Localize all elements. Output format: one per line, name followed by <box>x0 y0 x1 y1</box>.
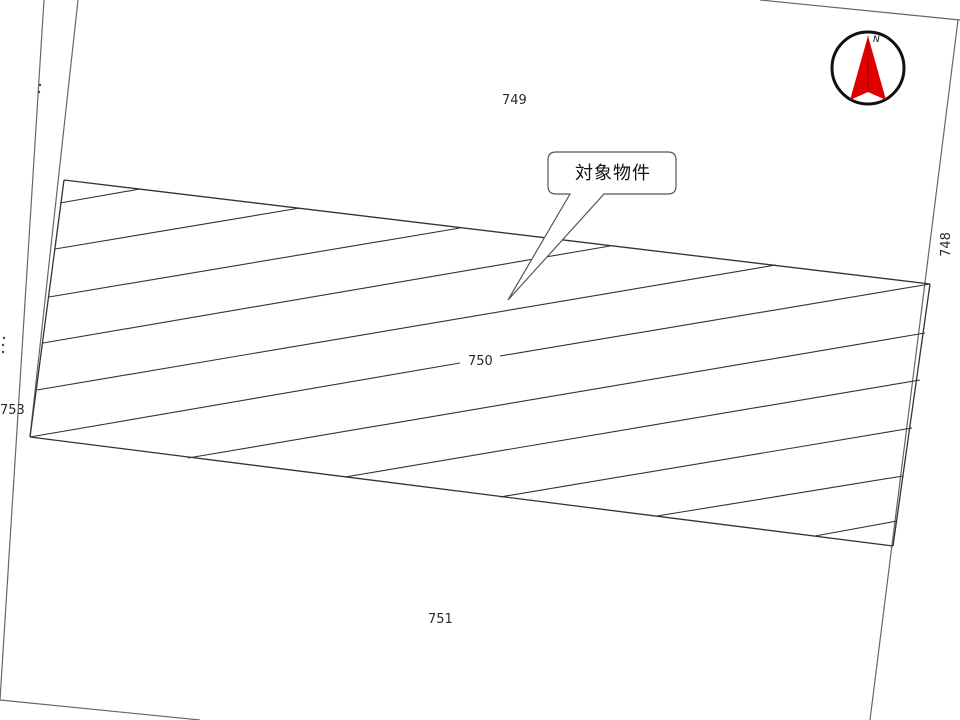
parcel-number-748: 748 <box>938 232 954 257</box>
east-boundary-line <box>869 19 959 720</box>
hatch-line <box>59 188 141 204</box>
west-road-line-outer <box>0 0 45 701</box>
subject-parcel-outline <box>29 179 931 547</box>
parcel-east-edge <box>892 283 931 547</box>
hatch-line <box>814 520 898 537</box>
hatch-line <box>499 283 931 357</box>
compass-north-label: N <box>873 35 880 45</box>
hatch-line <box>344 379 921 478</box>
road-markers <box>1 83 42 354</box>
callout-bubble <box>507 151 677 301</box>
north-compass <box>830 30 906 106</box>
hatch-line <box>29 362 461 438</box>
parcel-top-edge <box>63 179 931 285</box>
west-road-line-inner <box>29 0 79 438</box>
hatch-line <box>499 427 913 498</box>
parcel-number-749: 749 <box>502 93 527 108</box>
subject-parcel-hatching <box>29 188 931 537</box>
bottom-edge-line <box>0 699 201 720</box>
hatch-line <box>187 332 926 459</box>
subject-property-callout: 対象物件 <box>575 163 651 184</box>
hatch-line <box>42 245 611 344</box>
top-edge-line <box>759 0 960 21</box>
hatch-line <box>656 475 904 517</box>
parcel-number-751: 751 <box>428 612 453 627</box>
hatch-line <box>36 264 777 391</box>
hatch-line <box>48 227 461 298</box>
parcel-bottom-edge <box>29 436 894 547</box>
parcel-number-753: 753 <box>0 403 25 418</box>
hatch-line <box>54 207 301 250</box>
parcel-west-edge <box>29 179 65 438</box>
parcel-number-750: 750 <box>466 354 495 369</box>
